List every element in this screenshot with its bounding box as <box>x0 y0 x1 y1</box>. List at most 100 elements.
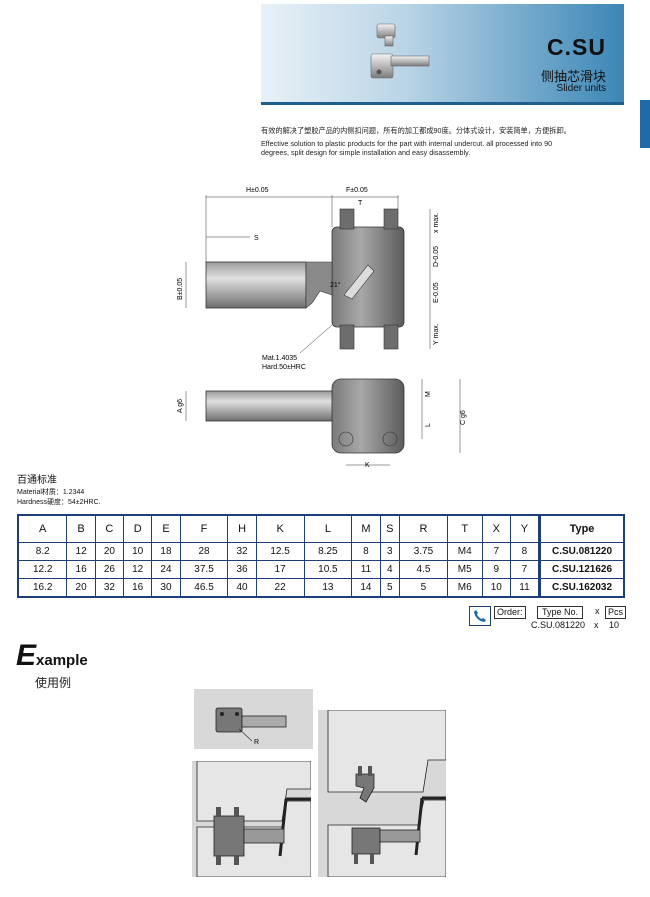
cell: 16 <box>123 578 153 598</box>
cell: 13 <box>303 578 353 598</box>
pin-top-right <box>383 208 399 230</box>
table-row: 8.2 12 20 10 18 28 32 12.5 8.25 8 3 3.75… <box>17 542 625 561</box>
cell: 17 <box>255 560 305 579</box>
dim-t-label: T <box>358 200 363 207</box>
cell: 16 <box>66 560 96 579</box>
angle-label: 21° <box>330 281 341 289</box>
shaft-side <box>205 390 337 422</box>
technical-drawing: H±0.05 F±0.05 T S 21° x max. D-0.05 E-0.… <box>177 187 467 469</box>
cell: 37.5 <box>179 560 229 579</box>
col-r: R <box>399 514 448 543</box>
cell: 3 <box>379 542 401 561</box>
cell: 12 <box>123 560 153 579</box>
cell: 12.2 <box>17 560 68 579</box>
block-side <box>331 378 405 454</box>
example-top-image: R <box>194 689 313 749</box>
cell: 8 <box>509 542 541 561</box>
example-heading: Example <box>16 639 88 673</box>
cell: 22 <box>255 578 305 598</box>
description-en-1: Effective solution to plastic products f… <box>261 139 553 148</box>
product-name-en: Slider units <box>556 83 606 94</box>
dim-d-label: D-0.05 <box>433 246 440 267</box>
cell: 32 <box>94 578 125 598</box>
cell: 20 <box>66 578 96 598</box>
cell: 26 <box>94 560 125 579</box>
phone-icon <box>469 606 491 626</box>
pin-bottom-left <box>339 324 355 350</box>
cell: 16.2 <box>17 578 68 598</box>
col-l: L <box>303 514 353 543</box>
cell: 8.25 <box>303 542 353 561</box>
col-b: B <box>66 514 96 543</box>
dim-s-label: S <box>254 235 259 242</box>
header-banner: C.SU 侧抽芯滑块 Slider units <box>261 4 624 105</box>
cell: 12.5 <box>255 542 305 561</box>
cell: M5 <box>446 560 483 579</box>
hardness-note: Hard.50±HRC <box>262 364 306 371</box>
cell: 28 <box>179 542 229 561</box>
col-t: T <box>446 514 483 543</box>
product-code-title: C.SU <box>547 34 606 60</box>
type-no-label: Type No. <box>537 606 584 619</box>
table-row: 12.2 16 26 12 24 37.5 36 17 10.5 11 4 4.… <box>17 560 625 579</box>
pcs-label: Pcs <box>605 606 627 619</box>
order-example-code: C.SU.081220 <box>531 620 586 630</box>
description-cn: 有效的解决了塑胶产品的内侧扣问题，所有的加工都成90度。分体式设计，安装简单，方… <box>261 126 571 135</box>
cell: 9 <box>481 560 511 579</box>
cell: 20 <box>94 542 125 561</box>
cell: 11 <box>509 578 541 598</box>
col-type: Type <box>538 514 625 543</box>
dim-a-label: A g6 <box>177 399 184 413</box>
dim-k-label: K <box>365 462 370 469</box>
order-example-qty: 10 <box>609 620 620 630</box>
cell: 10 <box>123 542 153 561</box>
col-x: X <box>481 514 511 543</box>
col-a: A <box>17 514 68 543</box>
dim-m-label: M <box>425 391 432 397</box>
cell: 12 <box>66 542 96 561</box>
order-label: Order: <box>494 606 526 619</box>
cell: 46.5 <box>179 578 229 598</box>
example-initial: E <box>16 639 37 672</box>
col-h: H <box>227 514 257 543</box>
pin-bottom-right <box>383 324 399 350</box>
col-k: K <box>255 514 305 543</box>
dim-b-label: B±0.05 <box>177 278 184 300</box>
spec-table: A B C D E F H K L M S R T X Y Type 8.2 1… <box>17 514 625 598</box>
side-tab-marker <box>640 100 650 148</box>
type-cell: C.SU.162032 <box>538 578 625 598</box>
cell: 18 <box>151 542 181 561</box>
order-x-2: x <box>594 620 599 630</box>
cell: 7 <box>481 542 511 561</box>
example-right-image <box>318 710 446 877</box>
cell: 4.5 <box>399 560 448 579</box>
col-e: E <box>151 514 181 543</box>
r-label: R <box>254 739 259 746</box>
cell: 7 <box>509 560 541 579</box>
col-f: F <box>179 514 229 543</box>
cell: 10 <box>481 578 511 598</box>
example-left-image <box>192 761 311 877</box>
col-m: M <box>351 514 381 543</box>
shaft-top <box>205 261 307 309</box>
cell: 32 <box>227 542 257 561</box>
cell: 40 <box>227 578 257 598</box>
description-en-2: degrees, split design for simple install… <box>261 148 471 157</box>
type-cell: C.SU.081220 <box>538 542 625 561</box>
cell: 8 <box>351 542 381 561</box>
table-row: 16.2 20 32 16 30 46.5 40 22 13 14 5 5 M6… <box>17 578 625 598</box>
cell: 8.2 <box>17 542 68 561</box>
col-c: C <box>94 514 125 543</box>
col-d: D <box>123 514 153 543</box>
product-name-cn: 侧抽芯滑块 <box>540 69 606 84</box>
cell: 11 <box>351 560 381 579</box>
example-cn: 使用例 <box>35 676 72 690</box>
cell: 3.75 <box>399 542 448 561</box>
cell: 4 <box>379 560 401 579</box>
dim-e-label: E-0.05 <box>433 282 440 303</box>
product-photo <box>370 23 430 79</box>
type-cell: C.SU.121626 <box>538 560 625 579</box>
col-y: Y <box>509 514 541 543</box>
example-rest: xample <box>36 652 88 669</box>
material-note: Mat.1.4035 <box>262 355 297 362</box>
